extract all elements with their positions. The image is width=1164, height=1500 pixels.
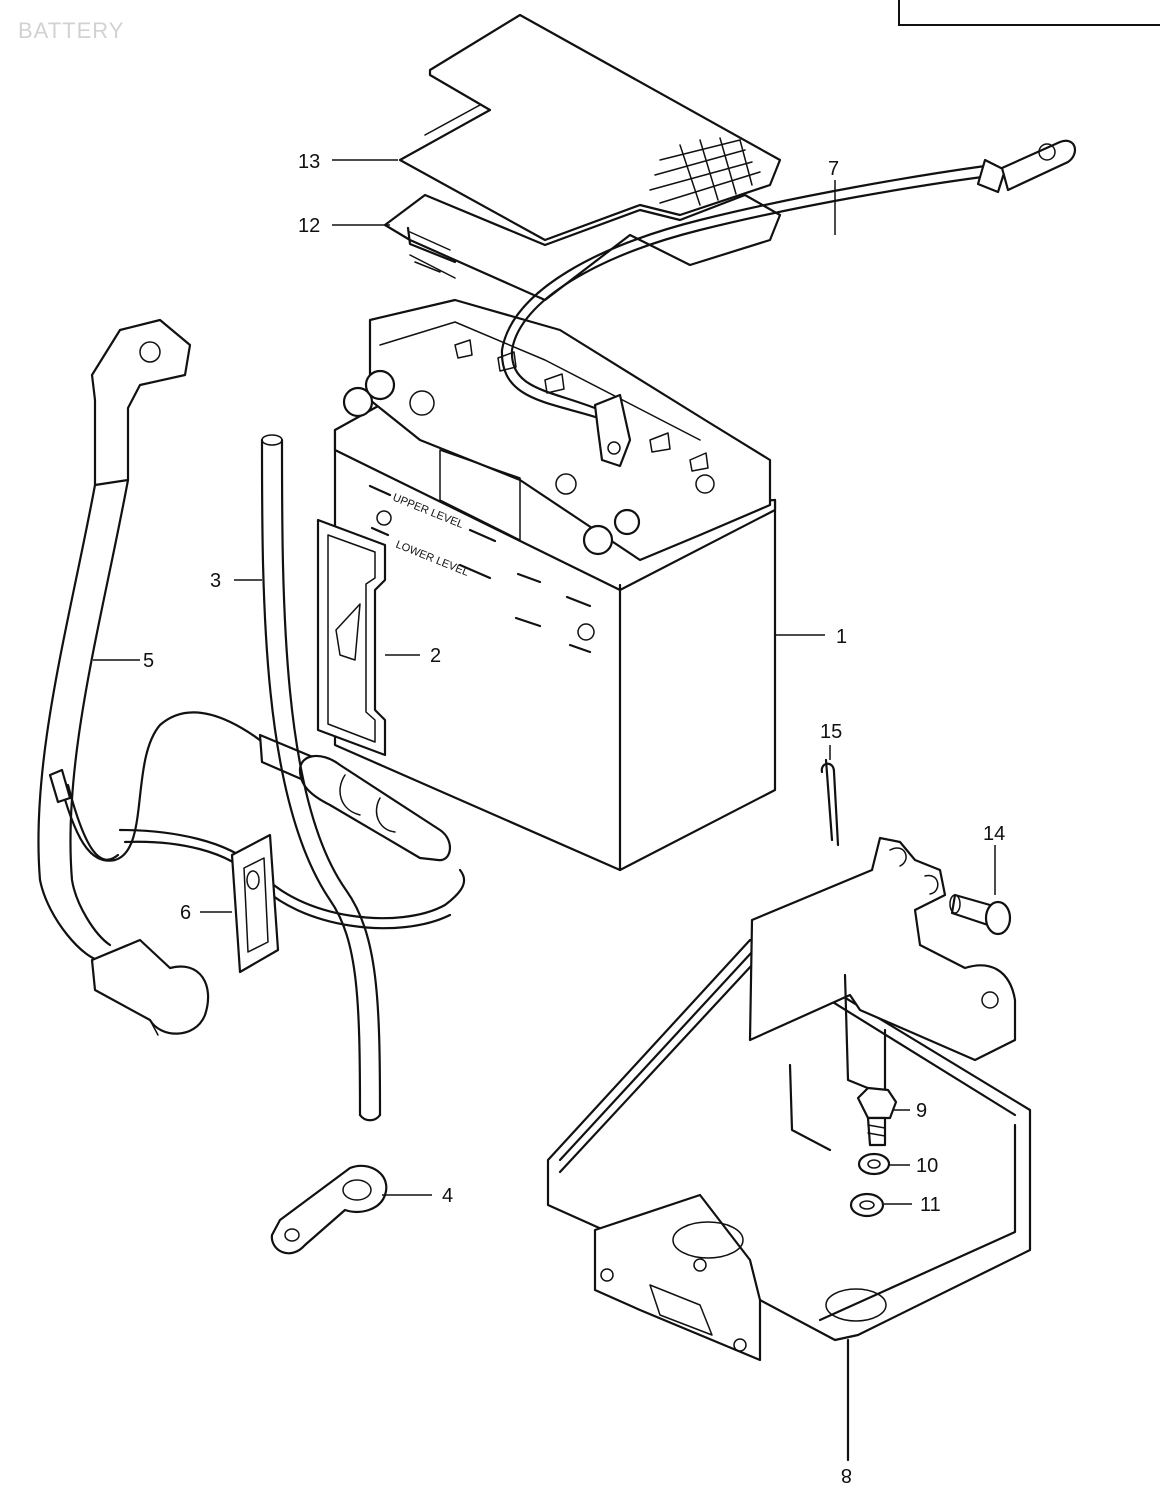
starter-cable: [37, 318, 210, 1036]
callout-3: 3: [210, 570, 221, 592]
callout-2: 2: [430, 645, 441, 667]
leader-lines: [93, 159, 996, 1205]
lock-washer: [857, 1152, 891, 1176]
cotter-pin: [820, 758, 840, 847]
breather-tube: [260, 434, 382, 1122]
callout-9: 9: [916, 1100, 927, 1122]
callout-6: 6: [180, 902, 191, 924]
callout-5: 5: [143, 650, 154, 672]
battery: UPPER LEVEL LOWER LEVEL: [333, 298, 777, 872]
callout-11: 11: [920, 1194, 941, 1216]
callout-14: 14: [983, 823, 1005, 845]
ground-cable: [500, 139, 1077, 468]
terminal-lug: [270, 1164, 388, 1255]
callout-8: 8: [841, 1464, 852, 1486]
battery-cover: [383, 193, 782, 302]
page-title: BATTERY: [18, 18, 125, 43]
bolt: [856, 1086, 898, 1147]
battery-strap: [316, 518, 387, 757]
callout-15: 15: [820, 721, 842, 743]
callout-7: 7: [828, 158, 839, 180]
fuse-holder-clamp: [230, 833, 280, 974]
pin: [949, 893, 1012, 936]
callout-labels: 1 2 3 4 5 6 7 8 9 10 11 12 13 14 15: [143, 151, 1005, 1486]
battery-case: [546, 836, 1032, 1462]
cover-pad: [398, 13, 782, 242]
callout-12: 12: [298, 215, 320, 237]
callout-4: 4: [442, 1185, 453, 1207]
washer: [849, 1192, 885, 1218]
callout-10: 10: [916, 1155, 938, 1177]
callout-1: 1: [836, 626, 847, 648]
callout-13: 13: [298, 151, 320, 173]
frame-corner: [898, 0, 1160, 26]
